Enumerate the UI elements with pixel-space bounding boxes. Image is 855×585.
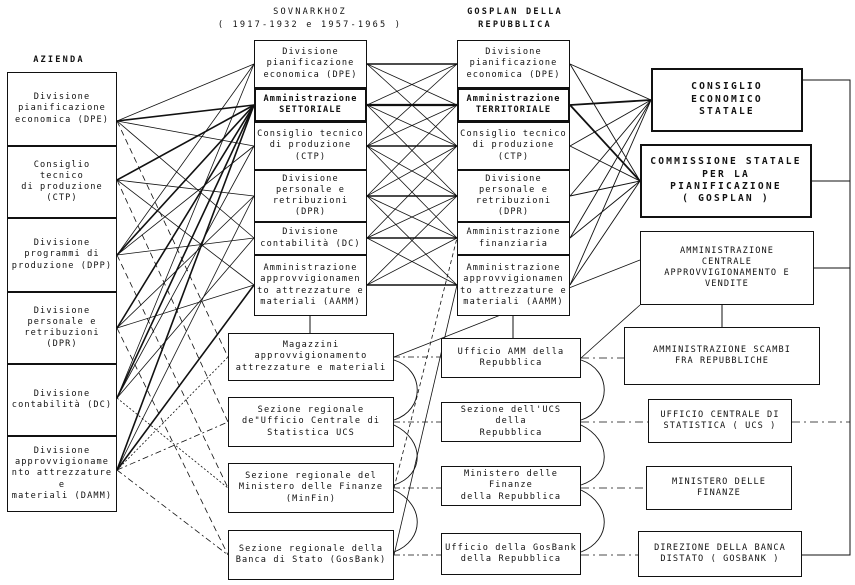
connector-68 (802, 79, 851, 556)
connector-21 (116, 120, 229, 358)
connector-27 (116, 397, 229, 489)
connector-72 (580, 304, 641, 359)
connector-5 (116, 179, 255, 197)
azienda-dpr-box: Divisione personale e retribuzioni (DPR) (7, 292, 117, 364)
connector-59 (569, 145, 641, 182)
azienda-dc-box: Divisione contabilità (DC) (7, 364, 117, 436)
connector-0 (116, 63, 255, 122)
connector-25 (116, 356, 229, 471)
connector-88 (580, 359, 605, 421)
connector-37 (366, 104, 458, 147)
connector-18 (116, 104, 255, 471)
connector-87 (393, 489, 418, 553)
connector-91 (393, 284, 458, 556)
ministero-finanze-box: MINISTERO DELLE FINANZE (646, 466, 792, 510)
connector-55 (569, 63, 641, 182)
connector-58 (569, 99, 652, 147)
connector-67 (569, 99, 652, 106)
connector-16 (116, 145, 255, 399)
header-sovnarkhoz: SOVNARKHOZ ( 1917-1932 e 1957-1965 ) (217, 7, 403, 31)
regional-minfin-box: Sezione regionale del Ministero delle Fi… (228, 463, 394, 513)
gosplan-aamm-box: Amministrazione approvvigionamen to attr… (457, 255, 570, 316)
connector-51 (366, 237, 458, 286)
gosplan-finanziaria-box: Amministrazione finanziaria (457, 222, 570, 255)
connector-6 (116, 179, 255, 286)
connector-32 (366, 63, 458, 106)
ucs-centrale-box: UFFICIO CENTRALE DI STATISTICA ( UCS ) (648, 399, 792, 443)
connector-85 (393, 359, 418, 421)
regional-gosbank-box: Sezione regionale della Banca di Stato (… (228, 530, 394, 580)
connector-20 (116, 284, 255, 471)
connector-7 (116, 63, 255, 256)
connector-47 (366, 195, 458, 239)
republic-minfin-box: Ministero delle Finanze della Repubblica (441, 466, 581, 506)
connector-50 (366, 195, 458, 286)
sovnarkhoz-dpr-box: Divisione personale e retribuzioni (DPR) (254, 170, 367, 222)
connector-64 (569, 99, 652, 286)
connector-46 (366, 145, 458, 239)
azienda-ctp-box: Consiglio tecnico di produzione (CTP) (7, 146, 117, 218)
connector-17 (116, 237, 255, 399)
consiglio-economico-statale-box: CONSIGLIO ECONOMICO STATALE (651, 68, 803, 132)
regional-ucs-box: Sezione regionale de"Ufficio Centrale di… (228, 397, 394, 447)
connector-12 (116, 195, 255, 329)
direzione-gosbank-box: DIREZIONE DELLA BANCA DISTATO ( GOSBANK … (638, 531, 802, 577)
republic-amm-box: Ufficio AMM della Repubblica (441, 338, 581, 378)
gosplan-dpr-box: Divisione personale e retribuzioni (DPR) (457, 170, 570, 222)
connector-23 (116, 254, 229, 489)
connector-19 (116, 195, 255, 471)
connector-24 (116, 327, 229, 556)
connector-54 (569, 63, 652, 101)
connector-14 (116, 63, 255, 399)
connector-22 (116, 179, 229, 423)
sovnarkhoz-aamm-box: Amministrazione approvvigionamen to attr… (254, 255, 367, 316)
connector-1 (116, 104, 255, 122)
gosplan-ctp-box: Consiglio tecnico di produzione (CTP) (457, 122, 570, 170)
connector-89 (580, 424, 605, 486)
header-azienda: AZIENDA (33, 55, 85, 65)
connector-42 (366, 145, 458, 197)
sovnarkhoz-dc-box: Divisione contabilità (DC) (254, 222, 367, 255)
republic-gosbank-box: Ufficio della GosBank della Repubblica (441, 533, 581, 575)
connector-15 (116, 104, 255, 399)
connector-90 (580, 489, 605, 553)
connector-63 (569, 180, 641, 239)
connector-86 (393, 424, 418, 486)
connector-13 (116, 284, 255, 329)
amministrazione-centrale-box: AMMINISTRAZIONE CENTRALE APPROVVIGIONAME… (640, 231, 814, 305)
connector-4 (116, 104, 255, 181)
connector-41 (366, 104, 458, 197)
gosplan-commissione-box: COMMISSIONE STATALE PER LA PIANIFICAZION… (640, 144, 812, 218)
azienda-damm-box: Divisione approvvigioname nto attrezzatu… (7, 436, 117, 512)
azienda-dpp-box: Divisione programmi di produzione (DPP) (7, 218, 117, 292)
regional-magazzini-box: Magazzini approvvigionamento attrezzatur… (228, 333, 394, 381)
republic-ucs-box: Sezione dell'UCS della Repubblica (441, 402, 581, 442)
sovnarkhoz-settoriale-box: Amministrazione SETTORIALE (254, 88, 367, 122)
connector-26 (116, 421, 229, 471)
connector-61 (569, 180, 641, 197)
sovnarkhoz-ctp-box: Consiglio tecnico di produzione (CTP) (254, 122, 367, 170)
header-gosplan-repubblica: GOSPLAN DELLA REPUBBLICA (467, 7, 563, 31)
connector-66 (569, 104, 641, 182)
connector-28 (116, 469, 229, 556)
connector-65 (569, 180, 641, 286)
sovnarkhoz-dpe-box: Divisione pianificazione economica (DPE) (254, 40, 367, 88)
azienda-dpe-box: Divisione pianificazione economica (DPE) (7, 72, 117, 146)
connector-9 (116, 145, 255, 256)
connector-11 (116, 104, 255, 329)
scambi-repubbliche-box: AMMINISTRAZIONE SCAMBI FRA REPUBBLICHE (624, 327, 820, 385)
connector-62 (569, 99, 652, 239)
gosplan-dpe-box: Divisione pianificazione economica (DPE) (457, 40, 570, 88)
gosplan-territoriale-box: Amministrazione TERRITORIALE (457, 88, 570, 122)
connector-92 (393, 237, 458, 489)
